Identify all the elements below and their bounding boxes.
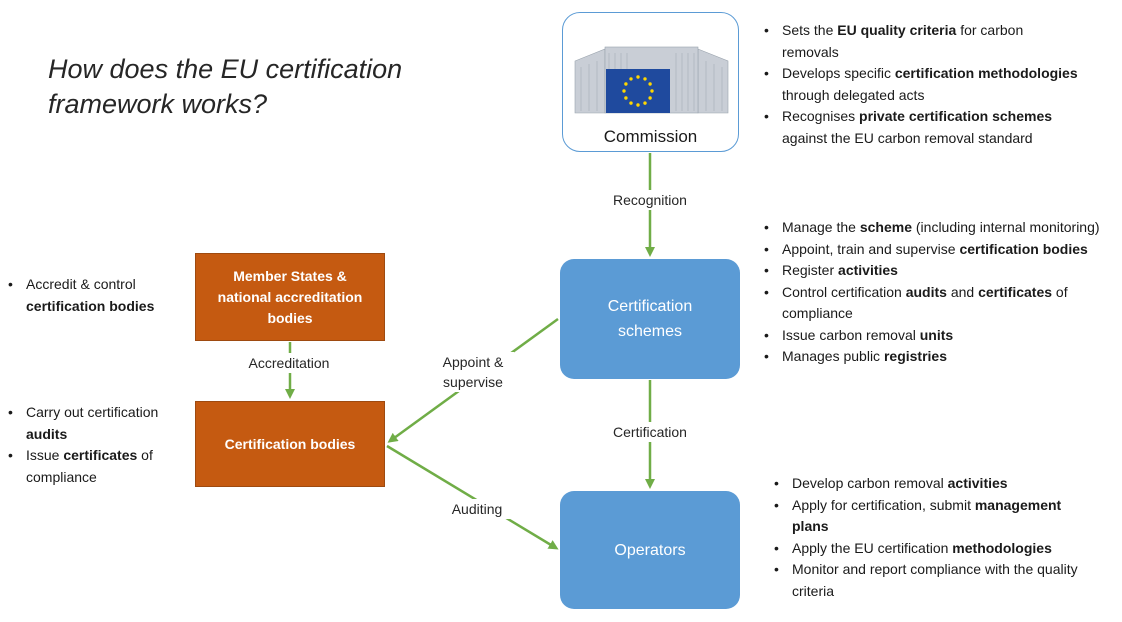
- bullet-text: against the EU carbon removal standard: [782, 129, 1033, 146]
- commission-label: Commission: [603, 127, 698, 146]
- bullet-text: Issue carbon removal: [782, 326, 920, 343]
- eu-star: [636, 75, 640, 79]
- commission-node: Commission: [562, 12, 739, 152]
- bullet-bold-text: methodologies: [952, 539, 1052, 556]
- bullet-text: Apply the EU certification: [792, 539, 953, 556]
- bullet-text: Monitor and report compliance with the q…: [792, 561, 1078, 599]
- bullet-text: (including internal monitoring): [912, 219, 1100, 235]
- bullet-item: Recognises private certification schemes…: [760, 106, 1080, 149]
- bullet-item: Develop carbon removal activities: [770, 473, 1100, 495]
- eu-star: [622, 89, 626, 93]
- bullet-bold-text: certificates: [63, 447, 138, 463]
- bullet-item: Register activities: [760, 260, 1120, 282]
- bullet-bold-text: private certification schemes: [859, 108, 1053, 124]
- bullet-item: Apply the EU certification methodologies: [770, 538, 1100, 560]
- bullet-text: of compliance: [26, 447, 153, 485]
- bullet-item: Monitor and report compliance with the q…: [770, 559, 1100, 602]
- bullet-text: Issue: [26, 447, 64, 463]
- bullet-bold-text: units: [919, 326, 954, 343]
- edge-label-accreditation: Accreditation: [233, 353, 345, 373]
- certification-bodies-node: Certification bodies: [195, 401, 385, 487]
- arrow-auditing: [386, 444, 559, 550]
- bullet-bold-text: certification bodies: [26, 297, 155, 314]
- page-title: How does the EU certification framework …: [48, 54, 403, 119]
- bullet-text: Develop carbon removal: [792, 475, 948, 491]
- bullet-item: Carry out certification audits: [4, 402, 189, 445]
- bullet-item: Issue certificates of compliance: [4, 445, 189, 488]
- bullet-text: Manage the: [782, 219, 860, 235]
- eu-star: [643, 77, 647, 81]
- bullet-text: and: [946, 283, 979, 300]
- bullet-text: Sets the: [782, 22, 838, 38]
- bullet-item: Appoint, train and supervise certificati…: [760, 239, 1120, 261]
- member-states-node: Member States & national accreditation b…: [195, 253, 385, 341]
- bullet-text: Develops specific: [782, 65, 895, 81]
- bullet-text: through delegated acts: [782, 86, 925, 103]
- edge-label-certification: Certification: [600, 422, 700, 442]
- bullet-bold-text: registries: [883, 348, 947, 364]
- bullet-text: Carry out certification: [26, 404, 159, 420]
- certification-bodies-bullets: Carry out certification auditsIssue cert…: [4, 402, 189, 488]
- bullet-bold-text: certification methodologies: [894, 65, 1078, 81]
- bullet-bold-text: management plans: [792, 496, 1062, 535]
- eu-star: [624, 96, 628, 100]
- bullet-text: Control certification: [782, 283, 906, 300]
- bullet-bold-text: activities: [947, 475, 1008, 491]
- eu-star: [624, 82, 628, 86]
- member-states-bullets: Accredit & control certification bodies: [4, 274, 189, 317]
- bullet-text: Recognises: [782, 108, 860, 124]
- eu-star: [629, 101, 633, 105]
- bullet-bold-text: certification bodies: [959, 240, 1088, 257]
- bullet-item: Issue carbon removal units: [760, 325, 1120, 347]
- bullet-item: Manages public registries: [760, 346, 1120, 368]
- eu-star: [643, 101, 647, 105]
- bullet-bold-text: EU quality criteria: [837, 22, 957, 38]
- bullet-item: Apply for certification, submit manageme…: [770, 495, 1100, 538]
- commission-bullets: Sets the EU quality criteria for carbon …: [760, 20, 1080, 149]
- bullet-bold-text: audits: [26, 425, 68, 442]
- bullet-text: Register: [782, 262, 839, 278]
- bullet-item: Accredit & control certification bodies: [4, 274, 189, 317]
- member-states-label: Member States & national accreditation b…: [217, 267, 363, 326]
- bullet-text: for carbon removals: [782, 22, 1024, 60]
- bullet-text: Apply for certification, submit: [792, 496, 975, 513]
- bullet-item: Control certification audits and certifi…: [760, 282, 1120, 325]
- operators-label: Operators: [614, 541, 686, 559]
- operators-node: Operators: [560, 491, 740, 609]
- certification-bodies-label: Certification bodies: [224, 435, 356, 452]
- bullet-item: Develops specific certification methodol…: [760, 63, 1080, 106]
- eu-star: [636, 103, 640, 107]
- eu-star: [648, 96, 652, 100]
- certification-schemes-node: Certification schemes: [560, 259, 740, 379]
- edge-label-auditing: Auditing: [438, 499, 516, 519]
- bullet-item: Sets the EU quality criteria for carbon …: [760, 20, 1080, 63]
- bullet-bold-text: certificates: [978, 283, 1053, 300]
- bullet-text: Manages public: [782, 348, 884, 364]
- bullet-text: of compliance: [782, 283, 1068, 322]
- eu-star: [650, 89, 654, 93]
- bullet-text: Appoint, train and supervise: [782, 240, 960, 257]
- operators-bullets: Develop carbon removal activitiesApply f…: [770, 473, 1100, 602]
- bullet-bold-text: activities: [838, 262, 898, 278]
- bullet-item: Manage the scheme (including internal mo…: [760, 217, 1120, 239]
- eu-star: [648, 82, 652, 86]
- bullet-bold-text: audits: [905, 283, 947, 300]
- edge-label-recognition: Recognition: [600, 190, 700, 210]
- eu-star: [629, 77, 633, 81]
- edge-label-appoint: Appoint & supervise: [432, 352, 514, 392]
- bullet-bold-text: scheme: [859, 219, 912, 235]
- commission-building-icon: [574, 46, 729, 114]
- certification-schemes-label: Certification schemes: [607, 298, 693, 340]
- bullet-text: Accredit & control: [26, 276, 136, 292]
- schemes-bullets: Manage the scheme (including internal mo…: [760, 217, 1120, 368]
